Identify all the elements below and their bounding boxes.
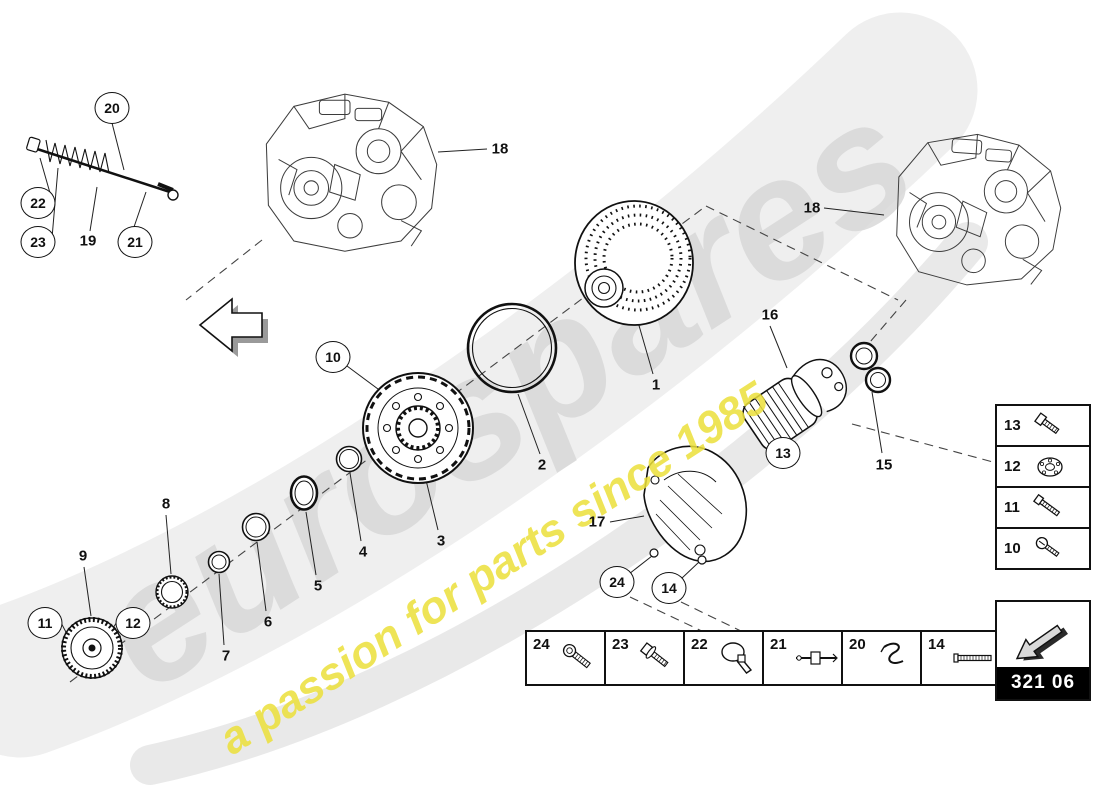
leader-lines (39, 122, 885, 646)
cell-number: 24 (533, 636, 550, 653)
part-5-bearing (289, 475, 319, 511)
callout-12[interactable]: 12 (115, 607, 151, 639)
part-7-ring (207, 550, 231, 574)
row-number: 10 (1004, 540, 1021, 557)
retainer-icon (796, 651, 838, 665)
callout-20[interactable]: 20 (94, 92, 130, 124)
label-3[interactable]: 3 (436, 532, 446, 550)
table-cell[interactable]: 21 (764, 632, 843, 684)
cell-number: 23 (612, 636, 629, 653)
cell-number: 20 (849, 636, 866, 653)
label-8[interactable]: 8 (161, 495, 171, 513)
next-diagram-arrow-icon (1015, 624, 1068, 661)
cell-number: 14 (928, 636, 945, 653)
cable-tie-icon (721, 642, 753, 674)
stud-bolt-icon (953, 653, 992, 663)
part-9-damper-pulley (61, 617, 123, 679)
hardware-table-bottom: 24 23 22 (525, 630, 1001, 686)
table-cell[interactable]: 23 (606, 632, 685, 684)
next-diagram-arrow (997, 602, 1089, 667)
callout-24[interactable]: 24 (599, 566, 635, 598)
callout-21[interactable]: 21 (117, 226, 153, 258)
hardware-table-right: 13 12 11 (995, 404, 1091, 570)
label-1[interactable]: 1 (651, 376, 661, 394)
part-4-ring (335, 445, 363, 473)
cell-number: 21 (770, 636, 787, 653)
label-6[interactable]: 6 (263, 613, 273, 631)
screw-icon (1035, 536, 1060, 557)
hex-bolt-icon (1034, 411, 1060, 434)
table-row[interactable]: 11 (997, 488, 1089, 529)
row-number: 11 (1004, 499, 1020, 516)
bolt-icon (1032, 493, 1061, 516)
part-1-clutch-drum (574, 200, 694, 326)
label-17[interactable]: 17 (588, 513, 606, 531)
part-15-seals (849, 341, 892, 394)
label-16[interactable]: 16 (761, 306, 779, 324)
row-number: 13 (1004, 417, 1021, 434)
diagram-code-box[interactable]: 321 06 (995, 600, 1091, 701)
table-cell[interactable]: 22 (685, 632, 764, 684)
label-18-top[interactable]: 18 (491, 140, 509, 158)
sealing-flange-icon (1037, 456, 1063, 477)
callout-10[interactable]: 10 (315, 341, 351, 373)
part-16-cylinder (742, 358, 847, 452)
part-6-ring (241, 512, 271, 542)
table-cell[interactable]: 24 (527, 632, 606, 684)
label-4[interactable]: 4 (358, 543, 368, 561)
part-19-rod-assembly (26, 136, 179, 201)
callout-23[interactable]: 23 (20, 226, 56, 258)
callout-13[interactable]: 13 (765, 437, 801, 469)
table-cell[interactable]: 14 (922, 632, 999, 684)
flanged-bolt-icon (639, 642, 669, 668)
callout-11[interactable]: 11 (27, 607, 63, 639)
table-row[interactable]: 13 (997, 406, 1089, 447)
label-7[interactable]: 7 (221, 647, 231, 665)
diagram-code: 321 06 (997, 667, 1089, 699)
callout-22[interactable]: 22 (20, 187, 56, 219)
cell-number: 22 (691, 636, 708, 653)
part-18-gearbox-top (265, 93, 438, 252)
label-18-right[interactable]: 18 (803, 199, 821, 217)
part-8-ring (155, 575, 189, 609)
callout-14[interactable]: 14 (651, 572, 687, 604)
label-9[interactable]: 9 (78, 547, 88, 565)
label-19[interactable]: 19 (79, 232, 97, 250)
row-number: 12 (1004, 458, 1021, 475)
label-15[interactable]: 15 (875, 456, 893, 474)
table-row[interactable]: 12 (997, 447, 1089, 488)
table-cell[interactable]: 20 (843, 632, 922, 684)
socket-screw-icon (562, 643, 591, 669)
table-row[interactable]: 10 (997, 529, 1089, 568)
part-2-oring (466, 302, 558, 394)
direction-arrow-icon (198, 297, 268, 357)
part-3-pressure-plate (362, 372, 474, 484)
label-5[interactable]: 5 (313, 577, 323, 595)
part-17-cover (643, 445, 748, 565)
spring-clip-icon (880, 642, 904, 664)
label-2[interactable]: 2 (537, 456, 547, 474)
